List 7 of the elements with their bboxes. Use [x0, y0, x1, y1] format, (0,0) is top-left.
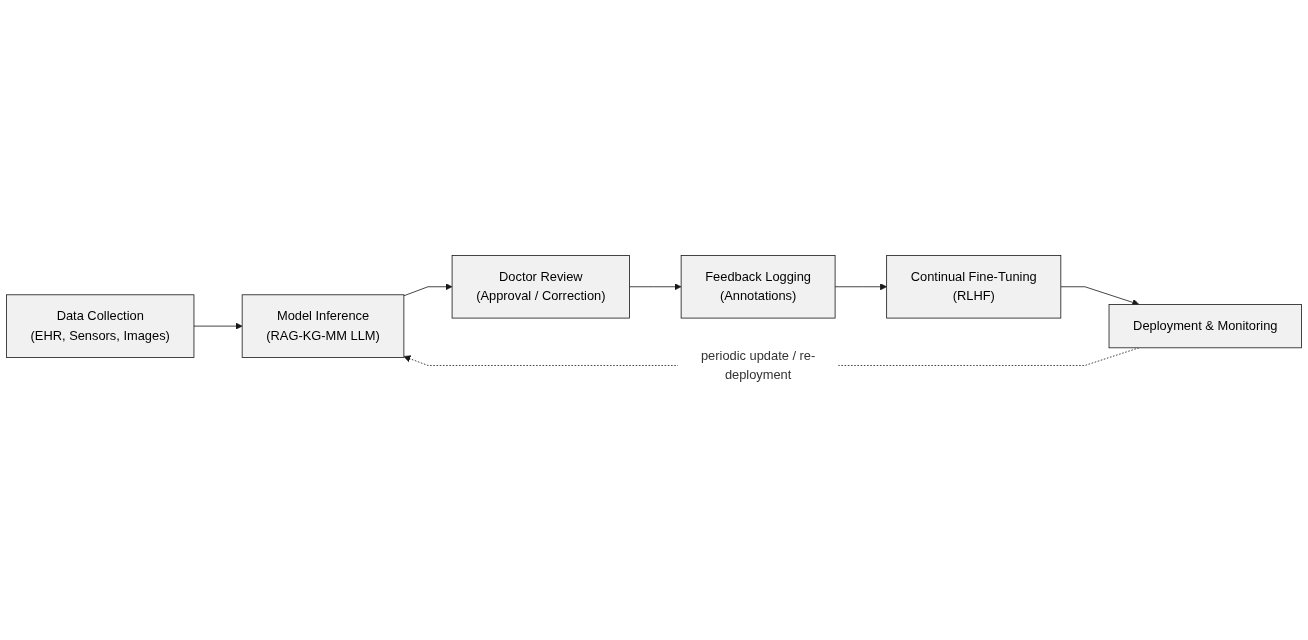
node-box: Deployment & Monitoring — [1108, 303, 1302, 349]
node-box: Doctor Review (Approval / Correction) — [451, 254, 630, 319]
node-box: Data Collection (EHR, Sensors, Images) — [6, 294, 195, 358]
node-box: Continual Fine-Tuning (RLHF) — [886, 254, 1062, 319]
node-box: Feedback Logging (Annotations) — [680, 254, 836, 319]
edge-label: periodic update / re-deployment — [700, 348, 816, 382]
node-box: Model Inference (RAG-KG-MM LLM) — [241, 294, 405, 358]
